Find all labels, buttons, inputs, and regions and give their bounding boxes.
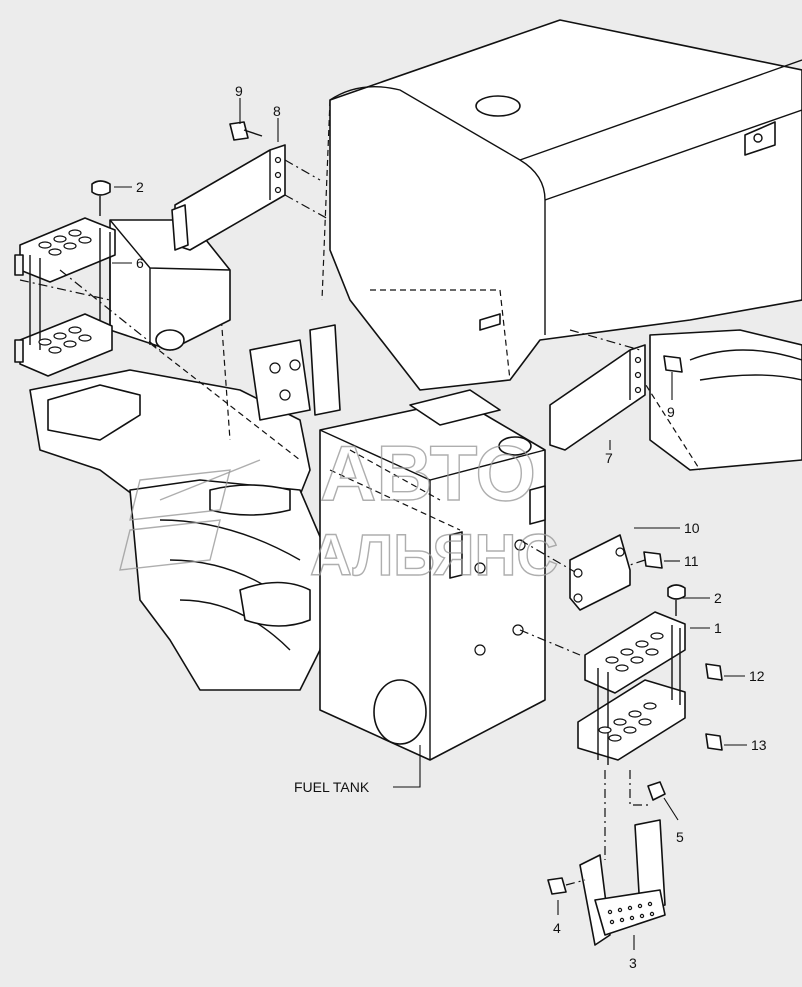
lower-step-part-3 bbox=[579, 819, 666, 946]
cap-2-right bbox=[667, 584, 686, 616]
bracket-part-8 bbox=[171, 144, 286, 251]
callout-12: 12 bbox=[749, 668, 765, 684]
leader-lines bbox=[112, 98, 747, 950]
bolt-13 bbox=[705, 733, 723, 751]
plate-part-10 bbox=[569, 534, 631, 611]
assembly-lines bbox=[19, 159, 650, 886]
step-assembly-part-1 bbox=[577, 611, 686, 765]
callout-6: 6 bbox=[136, 255, 144, 271]
callout-7: 7 bbox=[605, 450, 613, 466]
left-box bbox=[109, 219, 231, 351]
callout-2-left: 2 bbox=[136, 179, 144, 195]
machine-hood bbox=[321, 19, 802, 391]
machine-chassis bbox=[29, 299, 341, 691]
callout-11: 11 bbox=[684, 553, 699, 569]
bolt-12 bbox=[705, 663, 723, 681]
step-3-holes bbox=[607, 901, 655, 925]
bolt-9-right bbox=[663, 355, 683, 373]
callout-1: 1 bbox=[714, 620, 722, 636]
cap-2-left bbox=[91, 180, 111, 216]
callout-9-top: 9 bbox=[235, 83, 243, 99]
bolt-9-top bbox=[229, 121, 263, 141]
fuel-tank-label: FUEL TANK bbox=[294, 779, 370, 795]
step-1-holes bbox=[598, 632, 664, 742]
callout-8: 8 bbox=[273, 103, 281, 119]
callout-5: 5 bbox=[676, 829, 684, 845]
callout-3: 3 bbox=[629, 955, 637, 971]
callout-2-right: 2 bbox=[714, 590, 722, 606]
watermark-line-1: АВТО bbox=[320, 429, 536, 517]
fuel-tank bbox=[319, 389, 546, 761]
callout-10: 10 bbox=[684, 520, 700, 536]
watermark-logo bbox=[119, 459, 261, 571]
watermark: АВТО АЛЬЯНС bbox=[119, 428, 559, 589]
nut-5 bbox=[647, 781, 666, 801]
bracket-part-7 bbox=[549, 344, 646, 451]
bolt-11 bbox=[643, 551, 663, 569]
callout-9-right: 9 bbox=[667, 404, 675, 420]
callout-13: 13 bbox=[751, 737, 767, 753]
callout-4: 4 bbox=[553, 920, 561, 936]
step-6-holes bbox=[38, 229, 92, 354]
watermark-line-2: АЛЬЯНС bbox=[310, 523, 558, 588]
step-assembly-part-6 bbox=[14, 217, 116, 377]
bolt-4 bbox=[547, 877, 567, 895]
machine-frame-right bbox=[629, 329, 802, 471]
callout-labels: 9 8 2 6 9 7 10 11 2 1 12 13 5 4 3 FUEL T… bbox=[136, 83, 767, 971]
